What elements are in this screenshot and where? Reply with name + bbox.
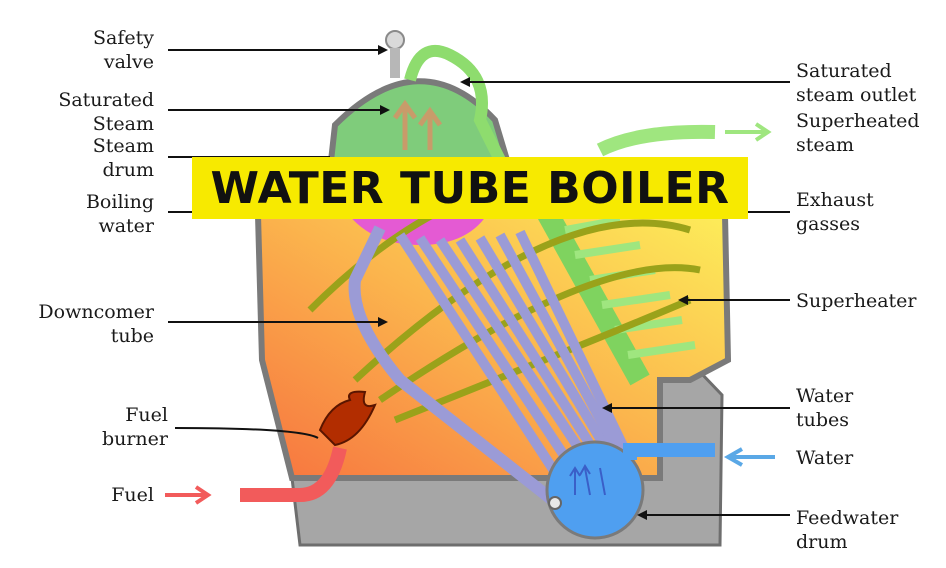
label-superheated-steam: Superheated steam [796, 110, 920, 156]
superheated-arrow [725, 122, 772, 142]
label-feedwater-drum: Feedwater drum [796, 507, 899, 553]
fuel-arrow [165, 485, 212, 505]
label-saturated-steam-outlet: Saturated steam outlet [796, 60, 917, 106]
label-boiling-water: Boiling water [85, 191, 154, 237]
safety-valve [385, 30, 405, 50]
label-superheater: Superheater [796, 290, 917, 312]
fuel-pipe [240, 446, 347, 502]
exhaust-path-3 [378, 264, 701, 403]
label-water-tubes: Water tubes [796, 385, 854, 431]
steam-drum [326, 78, 515, 173]
superheater-coil [530, 194, 650, 386]
water-tube-bank [395, 229, 630, 483]
title-banner: WATER TUBE BOILER [192, 157, 748, 219]
feedwater-drum [545, 440, 645, 540]
fuel-burner-flame [318, 390, 377, 447]
label-fuel-burner: Fuel burner [101, 404, 168, 450]
downcomer-tube [348, 225, 559, 507]
label-water: Water [796, 447, 854, 469]
water-arrow [723, 447, 775, 467]
exhaust-path-2 [352, 219, 692, 383]
label-saturated-steam: Saturated Steam [58, 89, 154, 135]
label-exhaust-gasses: Exhaust gasses [796, 189, 874, 235]
label-downcomer-tube: Downcomer tube [38, 301, 154, 347]
steam-outlet-pipe [404, 45, 526, 203]
label-safety-valve: Safety valve [93, 27, 154, 73]
label-fuel: Fuel [111, 484, 154, 506]
diagram-title: WATER TUBE BOILER [210, 162, 730, 214]
label-steam-drum: Steam drum [92, 135, 154, 181]
exhaust-path-4 [393, 296, 692, 424]
